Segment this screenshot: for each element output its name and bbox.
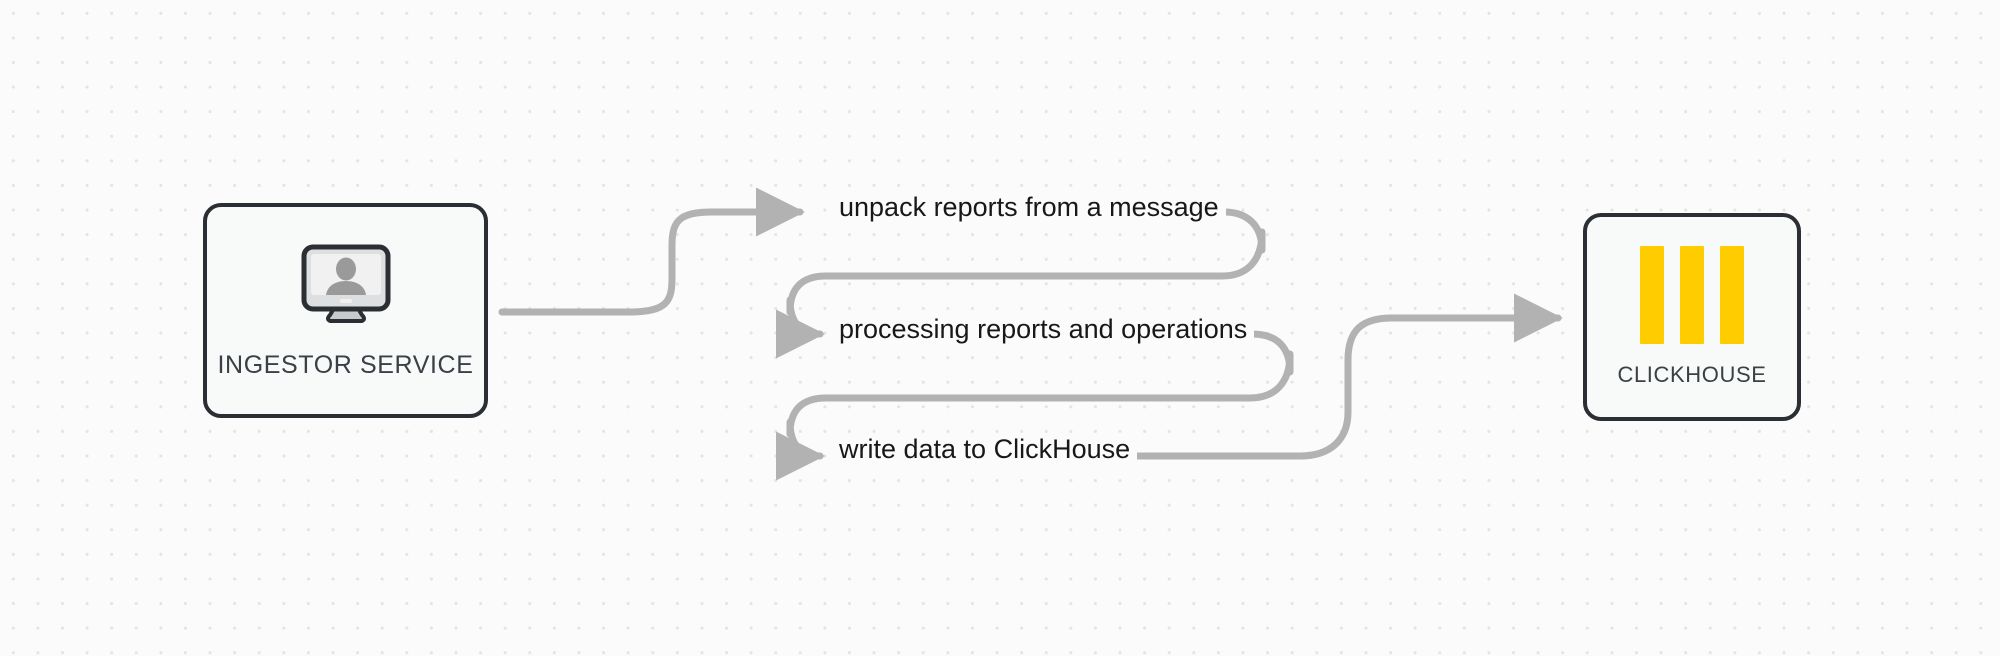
node-ingestor-service-label: INGESTOR SERVICE <box>217 351 474 379</box>
node-clickhouse[interactable]: CLICKHOUSE <box>1583 213 1801 421</box>
connector-ingestor-to-step1 <box>498 187 805 316</box>
edge-label-unpack-reports: unpack reports from a message <box>832 194 1226 221</box>
connector-step2-to-step3 <box>775 330 1294 481</box>
node-ingestor-service[interactable]: INGESTOR SERVICE <box>203 203 488 418</box>
node-clickhouse-label: CLICKHOUSE <box>1617 362 1767 387</box>
connector-step3-to-clickhouse <box>1114 293 1563 460</box>
edge-label-write-data: write data to ClickHouse <box>832 436 1138 463</box>
monitor-user-icon <box>292 241 400 333</box>
edge-label-processing-reports: processing reports and operations <box>832 316 1255 343</box>
connector-step1-to-step2 <box>775 208 1266 359</box>
clickhouse-bars-icon <box>1640 246 1744 344</box>
